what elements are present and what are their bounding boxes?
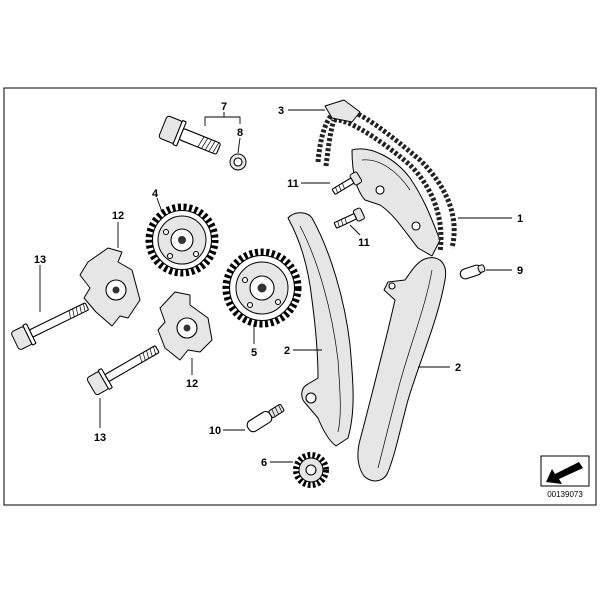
crankshaft-sprocket-6 bbox=[293, 452, 329, 488]
callout-6: 6 bbox=[261, 457, 267, 469]
washer-8 bbox=[229, 153, 247, 171]
chain-guide-1 bbox=[351, 148, 441, 257]
bolt-13-upper bbox=[11, 302, 89, 350]
leader-7 bbox=[204, 112, 241, 126]
rail-body bbox=[357, 257, 447, 482]
chain-inner-strand bbox=[333, 117, 444, 253]
callout-7: 7 bbox=[221, 101, 227, 113]
vanos-hole bbox=[246, 301, 254, 309]
bolt-7 bbox=[158, 115, 221, 155]
bolt-shaft bbox=[333, 213, 357, 229]
plate-bore bbox=[183, 324, 191, 332]
sprocket-plate-12-upper bbox=[79, 247, 141, 327]
rail-body bbox=[287, 212, 354, 447]
rail-pivot-hole bbox=[305, 392, 317, 404]
callout-8: 8 bbox=[237, 127, 243, 139]
callout-13-lower: 13 bbox=[94, 432, 106, 444]
bolt-shaft bbox=[179, 128, 221, 155]
guide-rail-2-left bbox=[287, 212, 354, 447]
diagram-id: 00139073 bbox=[547, 490, 583, 499]
guide-hole bbox=[411, 221, 421, 231]
vanos-hole bbox=[166, 252, 174, 260]
leader-8 bbox=[237, 137, 241, 154]
leader-11-lower bbox=[349, 224, 361, 236]
bolt-shaft bbox=[104, 345, 160, 382]
direction-icon bbox=[540, 455, 590, 487]
vanos-bore bbox=[178, 236, 186, 244]
pin-end bbox=[477, 264, 486, 273]
callout-13-upper: 13 bbox=[34, 254, 46, 266]
callout-2-left: 2 bbox=[284, 345, 290, 357]
guide-edge bbox=[361, 159, 411, 191]
vanos-bore bbox=[257, 283, 267, 293]
callout-5: 5 bbox=[251, 347, 257, 359]
bolt-shaft bbox=[331, 177, 355, 195]
chain-top-guide-3 bbox=[324, 99, 361, 123]
vanos-unit-4 bbox=[145, 203, 219, 277]
tensioner-rail-2-right bbox=[357, 257, 447, 482]
sprocket-plate-12-lower bbox=[157, 291, 213, 361]
rail-pin-hole bbox=[388, 282, 396, 290]
pin-thread-lines bbox=[271, 404, 283, 417]
bolt-thread bbox=[335, 182, 345, 194]
bolt-thread bbox=[337, 217, 347, 228]
bolt-11-upper bbox=[331, 171, 363, 195]
plate-bore bbox=[112, 286, 120, 294]
bolt-thread bbox=[68, 303, 86, 319]
bolt-thread bbox=[139, 346, 157, 363]
vanos-hole bbox=[274, 298, 282, 306]
callout-12-upper: 12 bbox=[112, 210, 124, 222]
guide-hole bbox=[375, 185, 385, 195]
leader-4 bbox=[156, 197, 163, 213]
vanos-hole bbox=[241, 276, 249, 284]
bolt-11-lower bbox=[333, 207, 365, 229]
washer-hole bbox=[233, 157, 243, 167]
direction-arrow bbox=[546, 462, 583, 484]
callout-10: 10 bbox=[209, 425, 221, 437]
callout-12-lower: 12 bbox=[186, 378, 198, 390]
bolt-thread bbox=[197, 136, 220, 154]
callout-11-lower: 11 bbox=[358, 237, 370, 249]
vanos-unit-5 bbox=[222, 248, 302, 328]
pin-10 bbox=[246, 403, 285, 433]
diagram-frame bbox=[3, 87, 597, 506]
bolt-13-lower bbox=[86, 345, 160, 396]
callout-2-right: 2 bbox=[455, 362, 461, 374]
rail-rib bbox=[299, 225, 341, 433]
sprocket-bore bbox=[305, 464, 317, 476]
pin-thread bbox=[268, 403, 285, 419]
vanos-hole bbox=[192, 250, 200, 258]
rail-rib bbox=[377, 269, 433, 469]
pin-9 bbox=[459, 264, 486, 280]
callout-9: 9 bbox=[517, 265, 523, 277]
callout-4: 4 bbox=[152, 188, 159, 200]
callout-1: 1 bbox=[517, 213, 523, 225]
callout-11-upper: 11 bbox=[287, 178, 299, 190]
chain-outer-strand bbox=[315, 105, 457, 249]
callout-3: 3 bbox=[278, 105, 284, 117]
vanos-hole bbox=[162, 228, 170, 236]
timing-chain bbox=[315, 99, 457, 253]
bolt-shaft bbox=[29, 302, 89, 338]
